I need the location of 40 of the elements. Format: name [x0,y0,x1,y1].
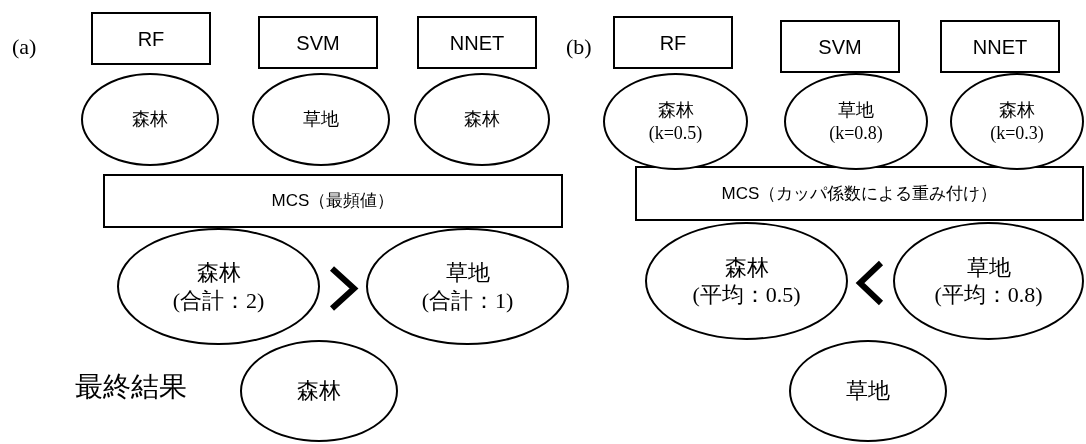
comparison-chevron [855,260,884,306]
class-label: 森林 [196,259,241,287]
class-label: 森林 [724,253,769,281]
class-label: 森林 [132,108,168,131]
result-label: 最終結果 [75,370,187,404]
class-label: 草地 [966,253,1011,281]
comparison-chevron [330,266,359,311]
score-label: (k=0.5) [648,121,703,144]
class-label: 草地 [303,108,339,131]
class-label: SVM [818,34,862,60]
classifier-box [91,12,211,65]
class-label: 草地 [838,99,874,122]
class-label: 森林 [464,108,500,131]
class-label: 森林 [297,377,341,405]
class-label: 森林 [999,99,1035,122]
classifier-box [940,20,1060,73]
class-label: 森林 [657,99,694,122]
score-label: (合計：2) [172,286,265,314]
panel-label: (b) [566,33,592,61]
class-label: SVM [296,30,340,56]
class-label: 草地 [846,377,890,405]
classifier-box [613,16,733,69]
mcs-box [635,166,1084,221]
score-label: (k=0.3) [990,121,1044,144]
score-label: (平均：0.8) [934,281,1043,309]
score-label: (平均：0.5) [692,281,801,309]
mcs-box [103,174,563,228]
class-label: MCS（最頻値） [271,190,395,213]
class-label: RF [659,30,687,56]
panel-label: (a) [12,33,37,61]
score-label: (k=0.8) [829,121,883,144]
class-label: 草地 [445,259,490,287]
class-label: RF [137,26,165,52]
class-label: NNET [972,34,1028,60]
classifier-box [780,20,900,73]
class-label: NNET [449,30,505,56]
score-label: (合計：1) [421,286,514,314]
classifier-box [417,16,537,69]
class-label: MCS（カッパ係数による重み付け） [721,182,998,205]
classifier-box [258,16,378,69]
